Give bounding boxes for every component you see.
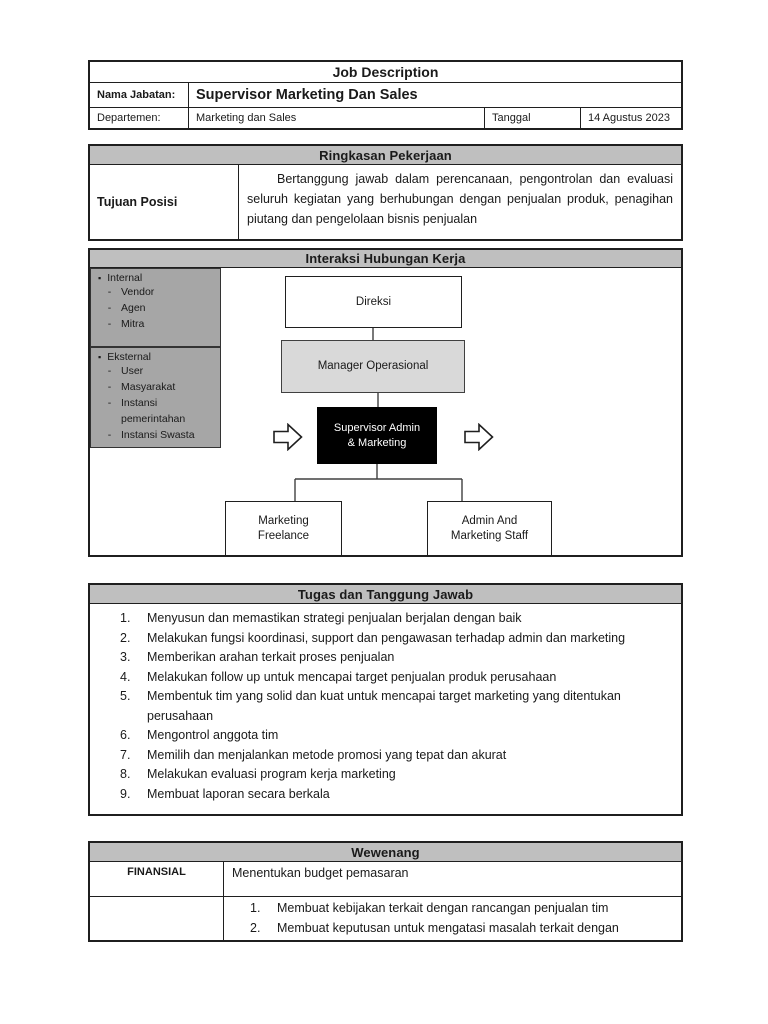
duty-text: Menyusun dan memastikan strategi penjual…: [147, 611, 522, 625]
department-row: Departemen: Marketing dan Sales Tanggal …: [90, 108, 681, 128]
date-value: 14 Agustus 2023: [588, 112, 670, 124]
child1-line1: Marketing: [258, 514, 309, 527]
job-title-value: Supervisor Marketing Dan Sales: [196, 87, 418, 103]
duty-item: 7. Memilih dan menjalankan metode promos…: [120, 746, 675, 766]
duty-number: 6.: [120, 728, 131, 742]
duty-item: 2. Melakukan fungsi koordinasi, support …: [120, 629, 675, 649]
duty-text: Memberikan arahan terkait proses penjual…: [147, 650, 395, 664]
interaction-section-title: Interaksi Hubungan Kerja: [90, 250, 681, 268]
job-title-label: Nama Jabatan:: [90, 83, 189, 107]
authority-number: 1.: [250, 901, 261, 915]
date-label: Tanggal: [485, 108, 581, 128]
external-box: Eksternal UserMasyarakatInstansi pemerin…: [90, 347, 221, 448]
node-manager-operasional: Manager Operasional: [281, 340, 465, 393]
external-item: Masyarakat: [98, 379, 216, 395]
external-item: Instansi pemerintahan: [98, 395, 216, 427]
duty-item: 1. Menyusun dan memastikan strategi penj…: [120, 609, 675, 629]
duty-text: Memilih dan menjalankan metode promosi y…: [147, 747, 507, 762]
duty-number: 9.: [120, 786, 131, 801]
duty-text: Melakukan follow up untuk mencapai targe…: [147, 669, 557, 684]
internal-item: Agen: [98, 300, 216, 316]
node-direksi: Direksi: [285, 276, 462, 328]
authority-text: Membuat kebijakan terkait dengan rancang…: [277, 901, 609, 915]
duty-number: 4.: [120, 669, 131, 684]
duty-item: 8. Melakukan evaluasi program kerja mark…: [120, 765, 675, 785]
summary-table: Ringkasan Pekerjaan Tujuan Posisi Bertan…: [88, 144, 683, 241]
duty-number: 8.: [120, 767, 131, 781]
external-item: User: [98, 363, 216, 379]
duty-item: 5. Membentuk tim yang solid dan kuat unt…: [120, 687, 675, 726]
external-item: Instansi Swasta: [98, 427, 216, 443]
duty-text: Melakukan fungsi koordinasi, support dan…: [147, 630, 626, 645]
authority-item: 1. Membuat kebijakan terkait dengan ranc…: [250, 899, 675, 919]
authority-finansial-row: FINANSIAL Menentukan budget pemasaran: [90, 862, 681, 897]
duty-number: 5.: [120, 689, 131, 703]
summary-section-title: Ringkasan Pekerjaan: [90, 146, 681, 165]
authority-item: 2. Membuat keputusan untuk mengatasi mas…: [250, 919, 675, 939]
finansial-label: FINANSIAL: [90, 862, 224, 896]
authority-list-row: 1. Membuat kebijakan terkait dengan ranc…: [90, 897, 681, 940]
authority-table: Wewenang FINANSIAL Menentukan budget pem…: [88, 841, 683, 942]
external-list: UserMasyarakatInstansi pemerintahanInsta…: [98, 363, 216, 443]
department-value: Marketing dan Sales: [189, 108, 485, 128]
authority-text: Membuat keputusan untuk mengatasi masala…: [277, 920, 619, 935]
duty-item: 3. Memberikan arahan terkait proses penj…: [120, 648, 675, 668]
internal-item: Mitra: [98, 316, 216, 332]
duty-text: Membuat laporan secara berkala: [147, 786, 330, 801]
node-supervisor-admin-marketing: Supervisor Admin & Marketing: [317, 407, 437, 464]
page-title: Job Description: [90, 62, 681, 83]
duty-number: 3.: [120, 650, 131, 664]
job-title-row: Nama Jabatan: Supervisor Marketing Dan S…: [90, 83, 681, 108]
org-chart: Internal VendorAgenMitra Eksternal UserM…: [90, 268, 681, 558]
duty-item: 9. Membuat laporan secara berkala: [120, 785, 675, 805]
node-marketing-freelance: Marketing Freelance: [225, 501, 342, 556]
duty-text: Melakukan evaluasi program kerja marketi…: [147, 767, 396, 781]
duty-number: 7.: [120, 747, 131, 762]
duty-item: 6. Mengontrol anggota tim: [120, 726, 675, 746]
internal-list: VendorAgenMitra: [98, 284, 216, 332]
authority-list: 1. Membuat kebijakan terkait dengan ranc…: [224, 897, 681, 940]
duty-text: Mengontrol anggota tim: [147, 728, 279, 742]
internal-title: Internal: [98, 272, 216, 284]
node-admin-marketing-staff: Admin And Marketing Staff: [427, 501, 552, 556]
interaction-table: Interaksi Hubungan Kerja Internal Vendor…: [88, 248, 683, 557]
authority-number: 2.: [250, 920, 261, 935]
duties-table: Tugas dan Tanggung Jawab 1. Menyusun dan…: [88, 583, 683, 816]
duty-number: 2.: [120, 630, 131, 645]
duty-number: 1.: [120, 611, 131, 625]
authority-section-title: Wewenang: [90, 843, 681, 862]
duty-text: Membentuk tim yang solid dan kuat untuk …: [147, 689, 621, 723]
position-goal-label: Tujuan Posisi: [90, 165, 239, 239]
position-goal-text: Bertanggung jawab dalam perencanaan, pen…: [247, 172, 673, 226]
duty-item: 4. Melakukan follow up untuk mencapai ta…: [120, 668, 675, 688]
duties-list: 1. Menyusun dan memastikan strategi penj…: [90, 604, 681, 814]
connector-lines: [294, 328, 463, 501]
finansial-text: Menentukan budget pemasaran: [232, 866, 409, 880]
supervisor-line1: Supervisor Admin: [333, 421, 421, 434]
external-title: Eksternal: [98, 351, 216, 363]
supervisor-line2: & Marketing: [347, 436, 407, 449]
department-label: Departemen:: [90, 108, 189, 128]
internal-item: Vendor: [98, 284, 216, 300]
duties-section-title: Tugas dan Tanggung Jawab: [90, 585, 681, 604]
child2-line2: Marketing Staff: [450, 529, 529, 542]
arrow-right-icon: [273, 423, 303, 451]
arrow-right-icon: [464, 423, 494, 451]
internal-box: Internal VendorAgenMitra: [90, 268, 221, 347]
child2-line1: Admin And: [461, 514, 518, 527]
child1-line2: Freelance: [257, 529, 310, 542]
header-table: Job Description Nama Jabatan: Supervisor…: [88, 60, 683, 130]
authority-empty-cell: [90, 897, 224, 940]
